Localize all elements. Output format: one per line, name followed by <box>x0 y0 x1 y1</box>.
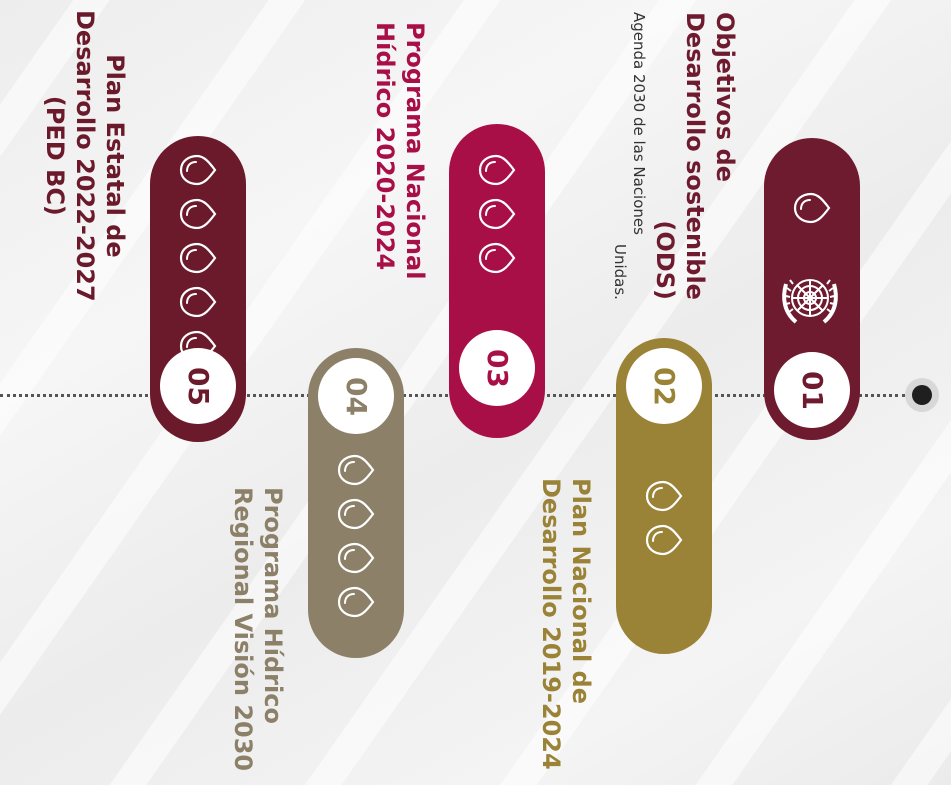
step-02-title-line: Plan Nacional de <box>567 478 595 704</box>
step-01-number: 01 <box>795 370 829 410</box>
water-drop-icon <box>335 582 377 622</box>
step-03-number-badge: 03 <box>459 330 535 406</box>
step-03-title: Programa Nacional Hídrico 2020-2024 <box>370 22 430 279</box>
water-drop-icon <box>177 150 219 190</box>
step-04-title-line: Regional Visión 2030 <box>229 487 257 772</box>
water-drop-icon <box>476 238 518 278</box>
step-05-pill: 05 <box>150 136 246 442</box>
step-04-drops <box>308 450 404 622</box>
step-03-drops <box>449 150 545 278</box>
step-01-title-line: (ODS) <box>651 220 679 300</box>
step-04-label: Programa Hídrico Regional Visión 2030 <box>228 487 288 771</box>
step-02-label: Plan Nacional de Desarrollo 2019-2024 <box>536 478 596 770</box>
step-04-title-line: Programa Hídrico <box>259 487 287 724</box>
step-01-title-line: Desarrollo sostenible <box>681 12 709 300</box>
water-drop-icon <box>335 450 377 490</box>
step-03-title-line: Hídrico 2020-2024 <box>371 22 399 271</box>
step-02-title: Plan Nacional de Desarrollo 2019-2024 <box>536 478 596 770</box>
step-02-drops <box>616 476 712 560</box>
step-03-number: 03 <box>480 348 514 388</box>
step-01-number-badge: 01 <box>774 352 850 428</box>
step-01-label: Objetivos de Desarrollo sostenible (ODS)… <box>610 12 740 300</box>
step-04-number-badge: 04 <box>318 358 394 434</box>
step-04-number: 04 <box>339 376 373 416</box>
step-03-label: Programa Nacional Hídrico 2020-2024 <box>370 22 430 279</box>
step-05-number-badge: 05 <box>160 348 236 424</box>
step-03-title-line: Programa Nacional <box>401 22 429 280</box>
water-drop-icon <box>476 150 518 190</box>
water-drop-icon <box>335 494 377 534</box>
step-01-subtitle-line: Agenda 2030 de las Naciones <box>630 12 648 235</box>
water-drop-icon <box>177 238 219 278</box>
step-05-title-line: Desarrollo 2022-2027 <box>71 10 99 302</box>
step-01-subtitle-line: Unidas. <box>611 244 629 300</box>
water-drop-icon <box>643 476 685 516</box>
step-01-title: Objetivos de Desarrollo sostenible (ODS) <box>650 12 740 300</box>
step-05-title-line: Plan Estatal de <box>101 54 129 258</box>
un-emblem-icon <box>782 279 838 324</box>
step-02-number: 02 <box>647 366 681 406</box>
step-02-number-badge: 02 <box>626 348 702 424</box>
step-04-pill: 04 <box>308 348 404 658</box>
step-02-title-line: Desarrollo 2019-2024 <box>537 478 565 770</box>
water-drop-icon <box>335 538 377 578</box>
step-01-pill: 01 <box>764 138 860 440</box>
water-drop-icon <box>791 188 833 228</box>
step-01-subtitle: Agenda 2030 de las Naciones Unidas. <box>610 12 648 300</box>
step-04-title: Programa Hídrico Regional Visión 2030 <box>228 487 288 771</box>
water-drop-icon <box>643 520 685 560</box>
step-03-pill: 03 <box>449 124 545 438</box>
water-drop-icon <box>177 282 219 322</box>
step-05-label: Plan Estatal de Desarrollo 2022-2027 (PE… <box>40 10 130 302</box>
timeline-start-marker <box>905 378 939 412</box>
step-02-pill: 02 <box>616 338 712 654</box>
step-05-number: 05 <box>181 366 215 406</box>
step-01-title-line: Objetivos de <box>711 12 739 183</box>
step-05-title: Plan Estatal de Desarrollo 2022-2027 (PE… <box>40 10 130 302</box>
step-05-drops <box>150 150 246 366</box>
water-drop-icon <box>177 194 219 234</box>
step-05-title-line: (PED BC) <box>41 95 69 216</box>
step-01-drops <box>764 188 860 228</box>
water-drop-icon <box>476 194 518 234</box>
